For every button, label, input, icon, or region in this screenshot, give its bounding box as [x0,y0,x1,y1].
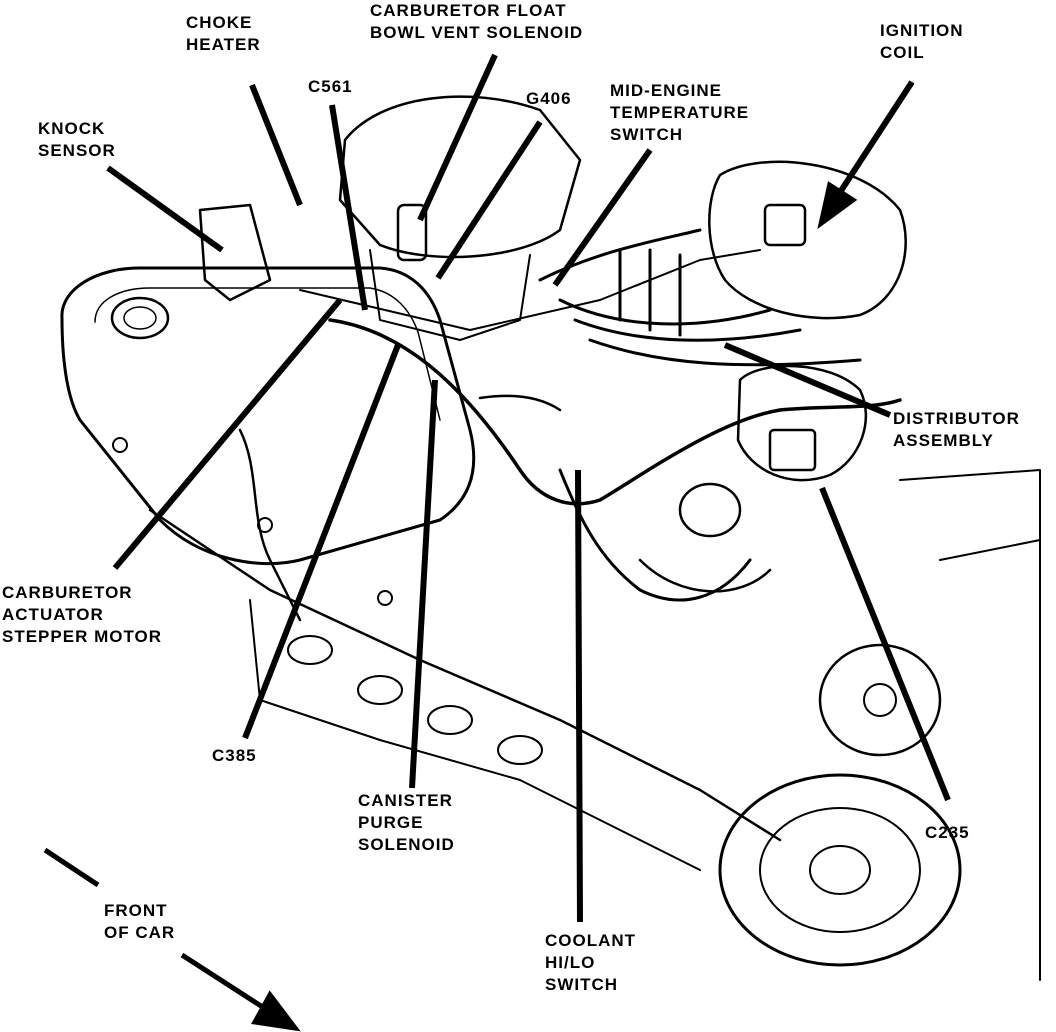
crank-pulley [718,773,962,967]
ignition-coil-body [708,160,907,320]
pointer-ignition-coil [832,80,915,202]
label-canister-purge: CANISTER PURGE SOLENOID [358,791,455,854]
label-ignition-coil: IGNITION COIL [880,21,964,62]
pointer-c385 [242,343,401,740]
pointer-float-bowl-vent [417,53,498,222]
arrowhead-ignition-coil [817,181,858,230]
label-coolant-switch: COOLANT HI/LO SWITCH [545,931,637,994]
cover-bolt [377,590,393,606]
engine-block [249,599,701,871]
cylinder-head [148,508,782,842]
label-mid-engine-temp: MID-ENGINE TEMPERATURE SWITCH [610,81,750,144]
valve-cover-inner [94,287,441,421]
oil-filler-cap-inner [123,306,157,330]
dipstick-tube [238,428,302,622]
crank-pulley-inner [759,807,921,933]
oil-filler-cap [110,296,170,340]
pointer-g406 [435,120,543,280]
label-c235: C235 [925,823,970,842]
front-arrow-tail [43,847,100,888]
crank-pulley-hub [809,845,871,895]
label-c385: C385 [212,746,257,765]
wiring-harness [328,318,902,506]
pointer-distributor [723,342,892,418]
label-knock-sensor: KNOCK SENSOR [38,119,116,160]
water-pump [818,643,942,757]
label-choke-heater: CHOKE HEATER [186,13,261,54]
upper-hose [638,558,772,593]
exhaust-manifold [287,635,543,765]
label-c561: C561 [308,77,353,96]
fan-shroud [899,469,1041,981]
pointer-carb-actuator [112,298,343,570]
valve-cover [60,266,476,566]
pointer-knock-sensor [106,165,224,253]
carburetor-body [369,249,531,341]
knock-sensor-body [198,203,272,302]
pointer-canister-purge [409,379,438,789]
label-carb-actuator: CARBURETOR ACTUATOR STEPPER MOTOR [2,583,163,646]
spark-plug-wires [538,228,862,367]
front-of-car-arrows [43,847,301,1032]
distributor-connector [768,428,817,472]
pointer-choke-heater [249,83,303,207]
distributor-body [736,364,868,482]
carburetor [338,95,582,259]
label-g406: G406 [526,89,572,108]
cover-bolt [112,437,128,453]
vent-solenoid [396,203,428,262]
pointers [106,53,951,923]
intake-manifold [299,249,761,331]
pointer-mid-engine-temp [552,148,653,287]
front-arrow-head [251,990,301,1032]
pointer-coolant-switch [575,469,583,923]
engine-drawing [60,95,1041,981]
label-float-bowl-vent: CARBURETOR FLOAT BOWL VENT SOLENOID [370,1,584,42]
coil-terminal [763,203,807,247]
front-arrow-shaft [180,952,277,1018]
pointer-c561 [329,104,368,311]
label-front-of-car: FRONT OF CAR [104,901,176,942]
water-pump-hub [863,683,897,717]
thermostat-housing [678,482,742,538]
pointer-c235 [819,486,951,802]
label-distributor: DISTRIBUTOR ASSEMBLY [893,409,1020,450]
vacuum-hose [478,394,562,412]
